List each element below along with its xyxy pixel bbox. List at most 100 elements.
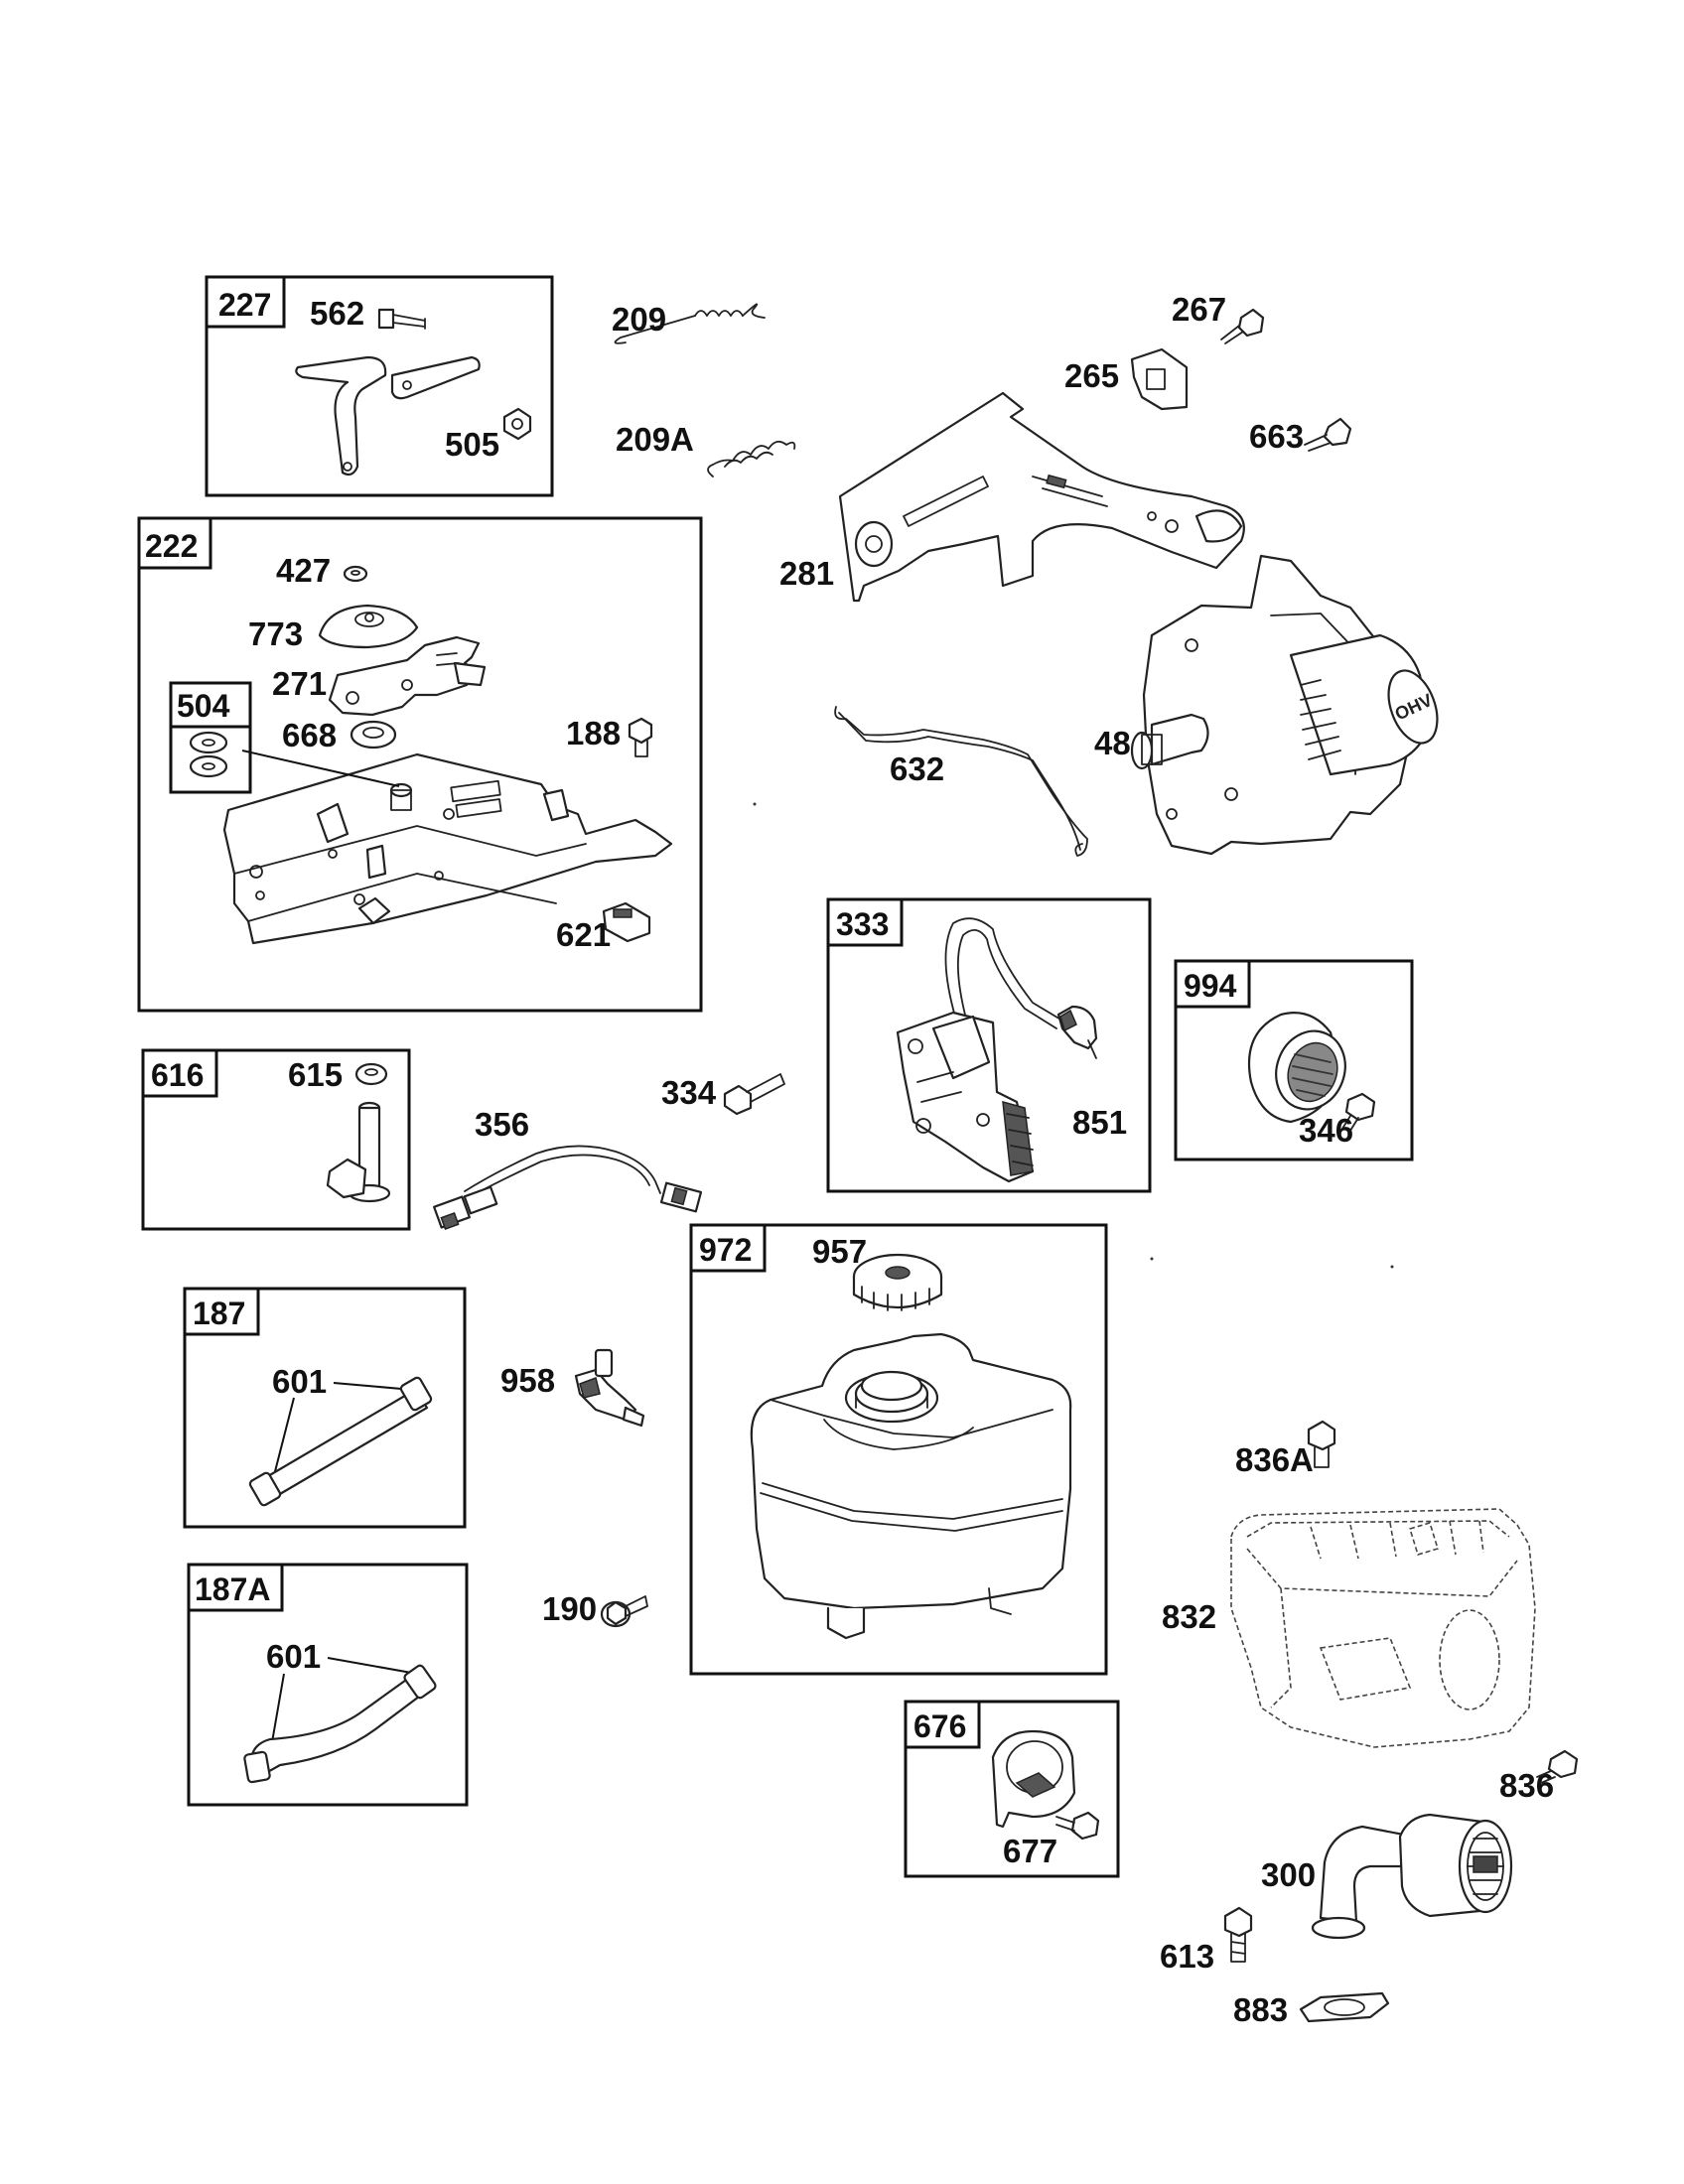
spark-plug-boot-851 xyxy=(1056,1005,1098,1059)
group-227-tag xyxy=(205,275,286,329)
label-334: 334 xyxy=(661,1074,717,1111)
muffler-300 xyxy=(1311,1813,1513,1940)
group-972-label: 972 xyxy=(699,1232,752,1268)
label-615: 615 xyxy=(288,1056,343,1093)
label-271: 271 xyxy=(272,665,327,702)
group-222-tag xyxy=(137,516,212,570)
label-958: 958 xyxy=(500,1362,555,1399)
muffler-guard-676 xyxy=(991,1729,1076,1829)
group-616-label: 616 xyxy=(151,1057,204,1093)
group-972: 972 957 xyxy=(689,1223,1108,1676)
group-994-label: 994 xyxy=(1184,968,1237,1004)
screw-677 xyxy=(1055,1811,1100,1841)
group-676-frame xyxy=(904,1700,1120,1878)
label-281: 281 xyxy=(779,555,834,592)
engine-48: OHV xyxy=(1130,554,1439,856)
group-222-label: 222 xyxy=(145,528,198,564)
group-227-frame xyxy=(205,275,554,497)
group-616-frame xyxy=(141,1048,411,1231)
group-222: 222 427 773 271 668 188 xyxy=(137,516,703,1013)
group-616: 616 615 xyxy=(141,1048,411,1231)
washers-504 xyxy=(189,731,228,778)
label-773: 773 xyxy=(248,615,303,652)
screw-267 xyxy=(1220,308,1265,344)
label-663: 663 xyxy=(1249,418,1304,455)
label-668: 668 xyxy=(282,717,337,753)
group-187-label: 187 xyxy=(193,1296,245,1331)
control-plate-271 xyxy=(328,635,487,717)
group-676: 676 677 xyxy=(904,1700,1120,1878)
nut-427 xyxy=(343,565,368,583)
shaft-616 xyxy=(326,1101,391,1203)
screw-663 xyxy=(1304,417,1352,452)
group-504: 504 xyxy=(169,681,252,794)
fuel-tank-972 xyxy=(750,1332,1072,1640)
scan-dot xyxy=(753,802,757,806)
nut-505 xyxy=(502,407,532,441)
screw-188 xyxy=(628,717,653,757)
base-plate-222 xyxy=(222,752,673,945)
group-994-frame xyxy=(1174,959,1414,1161)
screw-613 xyxy=(1223,1906,1253,1963)
spark-arrester-screen-994 xyxy=(1247,1012,1346,1124)
label-48: 48 xyxy=(1094,725,1131,761)
label-562: 562 xyxy=(310,295,364,332)
label-836A: 836A xyxy=(1235,1441,1314,1478)
scan-dot xyxy=(1390,1265,1394,1269)
label-346: 346 xyxy=(1299,1112,1353,1149)
pulley-668 xyxy=(350,720,397,750)
group-222-frame xyxy=(137,516,703,1013)
muffler-shroud-832 xyxy=(1230,1508,1536,1748)
group-333: 333 851 xyxy=(826,897,1152,1193)
group-187A-frame xyxy=(187,1563,469,1807)
group-187A-tag xyxy=(187,1563,284,1612)
label-851: 851 xyxy=(1072,1104,1127,1141)
clip-621 xyxy=(602,901,651,943)
group-994-tag xyxy=(1174,959,1251,1009)
group-187A-label: 187A xyxy=(195,1571,271,1607)
friction-disc-773 xyxy=(318,604,419,649)
control-bracket-281 xyxy=(838,391,1245,603)
spring-209A xyxy=(707,440,796,478)
group-504-label: 504 xyxy=(177,688,230,724)
spring-209 xyxy=(614,303,766,344)
label-613: 613 xyxy=(1160,1938,1214,1975)
scan-dot xyxy=(1150,1257,1154,1261)
label-677: 677 xyxy=(1003,1833,1057,1869)
label-188: 188 xyxy=(566,715,621,751)
pin-504-target xyxy=(241,750,413,811)
screw-836A xyxy=(1307,1420,1336,1468)
group-227-label: 227 xyxy=(218,287,271,323)
screw-562 xyxy=(377,308,426,330)
group-972-tag xyxy=(689,1223,767,1273)
label-267: 267 xyxy=(1172,291,1226,328)
gasket-883 xyxy=(1299,1991,1390,2023)
wire-harness-356 xyxy=(433,1145,703,1230)
group-504-tag xyxy=(169,681,252,729)
label-621: 621 xyxy=(556,916,611,953)
screw-346 xyxy=(1339,1092,1376,1135)
label-601-a: 601 xyxy=(272,1363,327,1400)
group-187: 187 601 xyxy=(183,1287,467,1529)
clip-265 xyxy=(1130,347,1189,411)
label-957: 957 xyxy=(812,1233,867,1270)
label-190: 190 xyxy=(542,1590,597,1627)
label-832: 832 xyxy=(1162,1598,1216,1635)
screw-190 xyxy=(600,1595,648,1628)
label-300: 300 xyxy=(1261,1856,1316,1893)
group-187-tag xyxy=(183,1287,260,1336)
fuel-cap-957 xyxy=(852,1253,943,1311)
group-227: 227 562 505 xyxy=(205,275,554,497)
seal-615 xyxy=(354,1062,388,1086)
throttle-control-lever xyxy=(295,355,481,477)
label-427: 427 xyxy=(276,552,331,589)
label-356: 356 xyxy=(475,1106,529,1143)
group-333-label: 333 xyxy=(836,906,889,942)
group-676-label: 676 xyxy=(913,1708,966,1744)
label-632: 632 xyxy=(890,751,944,787)
group-616-tag xyxy=(141,1048,218,1098)
screw-836 xyxy=(1536,1749,1579,1784)
shutoff-valve-958 xyxy=(574,1348,645,1428)
governor-link-632 xyxy=(834,706,1088,857)
